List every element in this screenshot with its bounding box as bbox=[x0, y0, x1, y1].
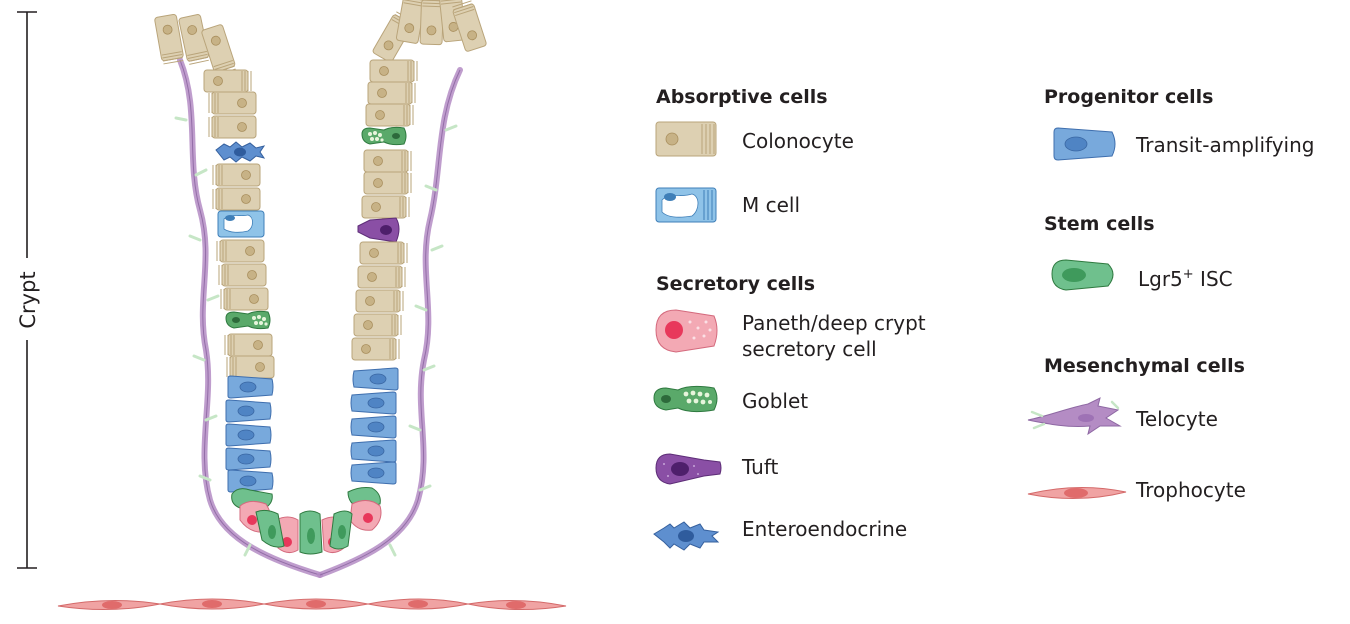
paneth-cell bbox=[350, 500, 381, 530]
legend-heading-stem: Stem cells bbox=[1044, 213, 1155, 235]
crypt-base bbox=[232, 488, 381, 555]
legend-label-m-cell: M cell bbox=[742, 193, 800, 217]
legend-label-telocyte: Telocyte bbox=[1135, 407, 1218, 431]
legend-label-paneth-line1: Paneth/deep crypt bbox=[742, 311, 926, 335]
goblet-cell bbox=[226, 311, 270, 328]
legend: Absorptive cells Colonocyte M cell Secre… bbox=[654, 86, 1314, 550]
trophocyte-icon bbox=[1028, 487, 1126, 498]
legend-label-trophocyte: Trophocyte bbox=[1135, 478, 1246, 502]
legend-label-transit-amplifying: Transit-amplifying bbox=[1135, 133, 1314, 157]
m-cell-icon bbox=[656, 188, 716, 222]
crypt-left-wall bbox=[154, 14, 274, 492]
legend-heading-progenitor: Progenitor cells bbox=[1044, 86, 1213, 108]
telocyte-icon bbox=[1028, 398, 1120, 434]
legend-label-goblet: Goblet bbox=[742, 389, 808, 413]
legend-heading-mesenchymal: Mesenchymal cells bbox=[1044, 355, 1245, 377]
legend-label-enteroendocrine: Enteroendocrine bbox=[742, 517, 907, 541]
legend-label-lgr5-isc: Lgr5+ ISC bbox=[1138, 267, 1233, 291]
transit-amplifying-cell-icon bbox=[1054, 128, 1115, 160]
enteroendocrine-cell-icon bbox=[654, 522, 718, 550]
trophocyte-layer bbox=[58, 599, 566, 610]
tuft-cell-icon bbox=[656, 454, 721, 484]
lgr5-isc-icon bbox=[1052, 260, 1113, 290]
goblet-cell-icon bbox=[654, 386, 717, 411]
crypt-axis-label: Crypt bbox=[16, 271, 40, 328]
tuft-cell bbox=[358, 218, 399, 242]
m-cell bbox=[218, 211, 264, 237]
colonocyte-icon bbox=[656, 122, 716, 156]
enteroendocrine-cell bbox=[216, 142, 264, 162]
paneth-cell-icon bbox=[656, 310, 717, 352]
legend-label-colonocyte: Colonocyte bbox=[742, 129, 854, 153]
legend-label-tuft: Tuft bbox=[741, 455, 779, 479]
legend-label-paneth-line2: secretory cell bbox=[742, 337, 877, 361]
legend-heading-absorptive: Absorptive cells bbox=[656, 86, 828, 108]
crypt-axis: Crypt bbox=[16, 12, 40, 568]
legend-heading-secretory: Secretory cells bbox=[656, 273, 815, 295]
goblet-cell bbox=[362, 127, 406, 144]
